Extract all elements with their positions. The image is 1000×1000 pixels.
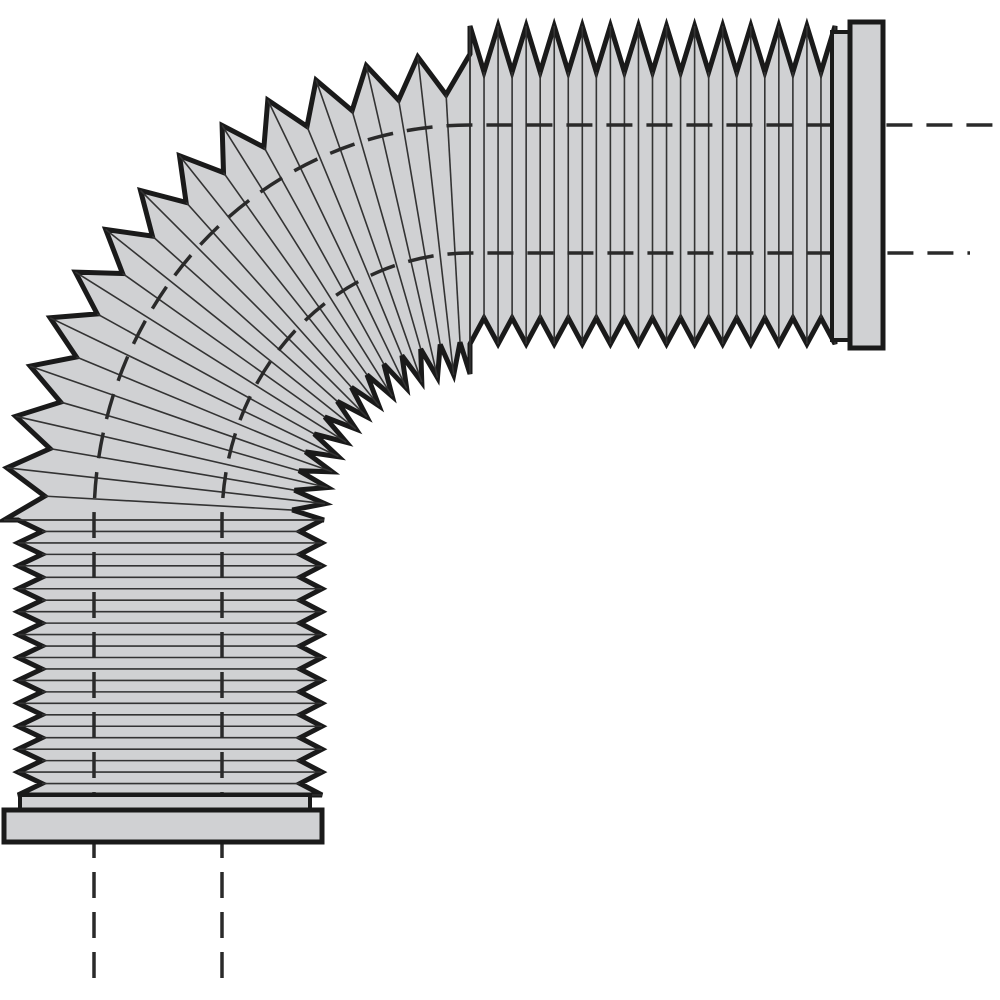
pipe-ribs [4, 26, 836, 796]
rib-line [75, 271, 347, 444]
centerline-inner [220, 251, 970, 978]
rib-line [96, 313, 315, 435]
rib-line [29, 365, 333, 473]
rib-line [445, 94, 461, 343]
rib-line [267, 99, 408, 389]
rib-line [397, 99, 441, 345]
rib-line [365, 65, 439, 378]
rib-line [351, 110, 422, 350]
rib-line [76, 356, 306, 453]
rib-line [417, 56, 455, 376]
rib-line [44, 495, 293, 511]
rib-line [60, 401, 300, 472]
centerline-outer [92, 123, 995, 978]
rib-line [178, 155, 380, 407]
rib-line [15, 415, 328, 489]
rib-line [139, 189, 368, 418]
rib-line [315, 79, 423, 383]
rib-line [222, 172, 368, 376]
rib-line [49, 317, 339, 458]
pipe-centerlines [92, 123, 995, 978]
rib-line [6, 467, 326, 505]
bottom-collar [1, 807, 325, 845]
rib-line [105, 228, 357, 430]
right-collar [847, 19, 886, 351]
rib-line [122, 272, 326, 418]
rib-line [306, 126, 403, 356]
pipe-end-collars [1, 19, 886, 845]
rib-line [263, 146, 385, 365]
rib-line [49, 447, 295, 491]
rib-line [221, 125, 394, 397]
